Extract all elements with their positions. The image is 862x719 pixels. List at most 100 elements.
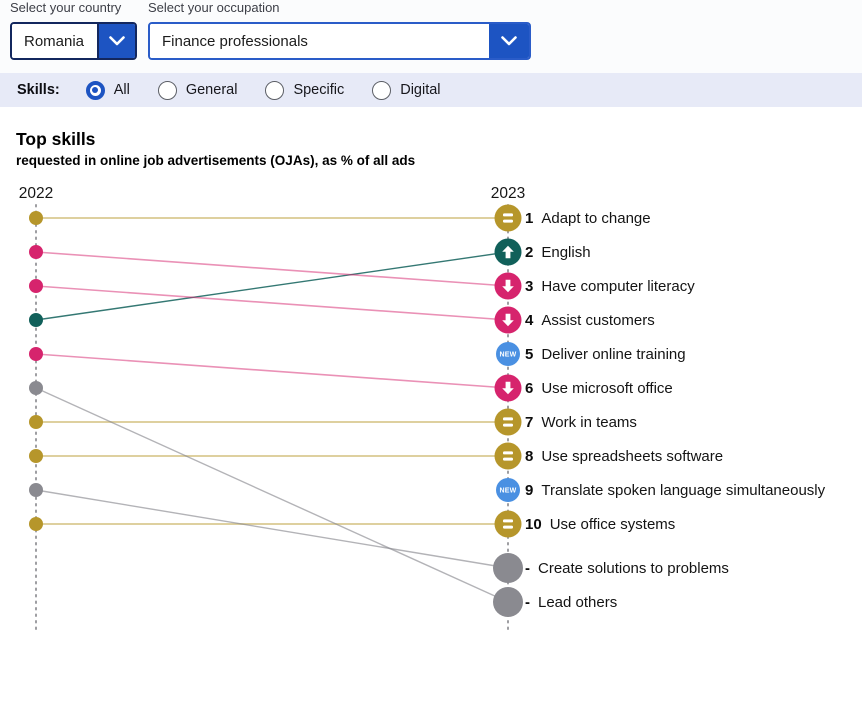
dot-2022-rank-1 (29, 211, 43, 225)
arrow-down-icon (502, 279, 514, 293)
skill-row-11: -Create solutions to problems (525, 556, 729, 580)
equal-icon (503, 457, 513, 461)
occupation-select-chevron-button[interactable] (489, 24, 529, 58)
occupation-select-value[interactable]: Finance professionals (150, 24, 489, 58)
skill-rank: - (525, 593, 530, 611)
new-badge-icon: NEW (500, 488, 517, 495)
dot-2022-rank-2 (29, 245, 43, 259)
equal-icon (503, 525, 513, 529)
skill-row-6: 6 Use microsoft office (525, 376, 673, 400)
radio-button-icon[interactable] (265, 80, 285, 100)
skill-row-5: 5 Deliver online training (525, 342, 686, 366)
occupation-select-label: Select your occupation (148, 0, 280, 15)
country-select-group: Select your country Romania (10, 0, 137, 60)
equal-icon (503, 417, 513, 421)
radio-button-icon[interactable] (85, 80, 105, 100)
slope-line-assist-customers (35, 285, 509, 321)
chevron-down-icon (109, 36, 125, 46)
skills-filter-label: Skills: (17, 82, 60, 98)
chart-subtitle: requested in online job advertisements (… (16, 153, 416, 168)
occupation-select-group: Select your occupation Finance professio… (148, 0, 531, 60)
arrow-down-icon (502, 381, 514, 395)
badge-2023-out (493, 553, 523, 583)
skill-row-4: 4 Assist customers (525, 308, 655, 332)
skill-rank: 1 (525, 209, 534, 227)
dot-2022-rank-3 (29, 279, 43, 293)
country-select-chevron-button[interactable] (97, 24, 135, 58)
dot-2022-rank-7 (29, 415, 43, 429)
axis-label-2022: 2022 (19, 185, 53, 202)
radio-skills-general[interactable]: General (157, 80, 237, 100)
occupation-select[interactable]: Finance professionals (148, 22, 531, 60)
badge-2023-rank-1 (494, 204, 522, 232)
skill-label: Use spreadsheets software (541, 447, 724, 465)
skill-label: Deliver online training (541, 345, 686, 363)
skill-row-8: 8 Use spreadsheets software (525, 444, 723, 468)
header: Select your country Romania Select your … (0, 0, 862, 73)
axis-label-2023: 2023 (491, 185, 525, 202)
equal-icon (503, 219, 513, 223)
badge-2023-rank-5 (496, 342, 520, 366)
country-select[interactable]: Romania (10, 22, 137, 60)
slope-line-have-computer-literacy (35, 251, 509, 287)
equal-icon (503, 519, 513, 523)
skill-rank: 9 (525, 481, 534, 499)
skill-rank: 3 (525, 277, 534, 295)
skill-label: Create solutions to problems (538, 559, 729, 577)
badge-2023-out (493, 587, 523, 617)
badge-2023-rank-7 (494, 408, 522, 436)
skill-row-1: 1 Adapt to change (525, 206, 651, 230)
skill-label: Adapt to change (541, 209, 651, 227)
radio-skills-all[interactable]: All (85, 80, 130, 100)
equal-icon (503, 423, 513, 427)
skill-label: English (541, 243, 591, 261)
badge-2023-rank-9 (496, 478, 520, 502)
radio-label: Specific (293, 82, 345, 98)
skill-rank: 2 (525, 243, 534, 261)
skill-label: Use microsoft office (541, 379, 673, 397)
skill-rank: 8 (525, 447, 534, 465)
radio-label: Digital (400, 82, 441, 98)
skill-row-2: 2 English (525, 240, 591, 264)
dot-2022-rank-5 (29, 347, 43, 361)
arrow-down-icon (502, 313, 514, 327)
radio-label: All (113, 82, 130, 98)
skill-rank: 10 (525, 515, 542, 533)
skill-rank: 5 (525, 345, 534, 363)
skill-rank: 4 (525, 311, 534, 329)
skill-row-12: -Lead others (525, 590, 617, 614)
equal-icon (503, 213, 513, 217)
chart-title: Top skills (16, 129, 96, 149)
equal-icon (503, 451, 513, 455)
skill-label: Have computer literacy (541, 277, 695, 295)
slope-line-create-solutions-to-problems (35, 489, 509, 569)
skill-label: Translate spoken language simultaneously (541, 481, 826, 499)
country-select-value[interactable]: Romania (12, 24, 97, 58)
skill-label: Lead others (538, 593, 618, 611)
radio-button-icon[interactable] (372, 80, 392, 100)
slope-line-use-microsoft-office (35, 353, 509, 389)
slope-line-english (35, 251, 509, 321)
skill-rank: - (525, 559, 530, 577)
dot-2022-rank-6 (29, 381, 43, 395)
new-badge-icon: NEW (500, 352, 517, 359)
dot-2022-rank-8 (29, 449, 43, 463)
skill-row-9: 9 Translate spoken language simultaneousl… (525, 478, 825, 502)
skills-filter-bar: Skills: All General Specific Digital (0, 73, 862, 107)
radio-skills-digital[interactable]: Digital (372, 80, 441, 100)
radio-button-icon[interactable] (157, 80, 177, 100)
country-select-label: Select your country (10, 0, 122, 15)
dot-2022-rank-10 (29, 517, 43, 531)
skill-rank: 6 (525, 379, 534, 397)
chart-header: Top skills requested in online job adver… (0, 107, 862, 168)
arrow-up-icon (502, 245, 514, 259)
skill-label: Work in teams (541, 413, 637, 431)
dot-2022-rank-9 (29, 483, 43, 497)
radio-skills-specific[interactable]: Specific (265, 80, 345, 100)
badge-2023-rank-8 (494, 442, 522, 470)
skill-label: Assist customers (541, 311, 655, 329)
slope-line-lead-others (35, 387, 509, 603)
